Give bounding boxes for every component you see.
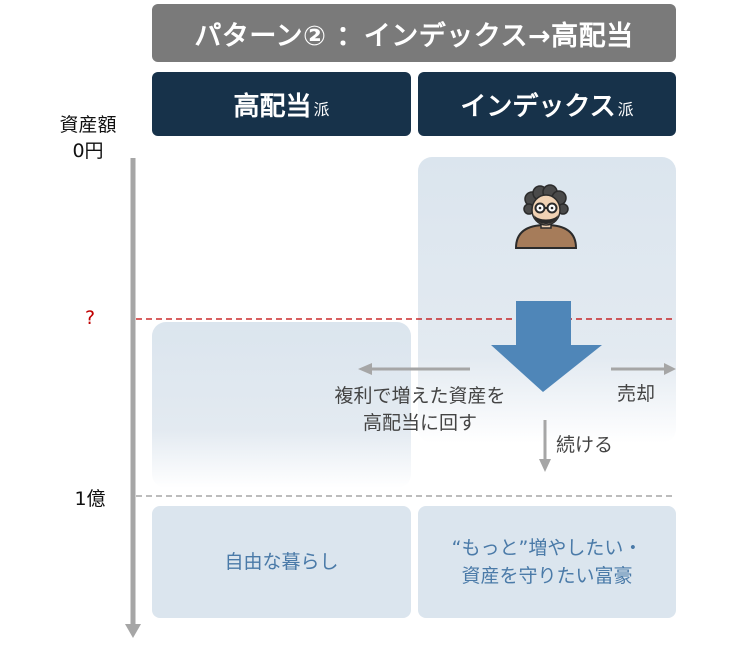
compound-assets-label: 複利で増えた資産を 高配当に回す — [300, 383, 540, 437]
threshold-question-label: ? — [84, 307, 96, 329]
outcome-box-wealthy: “もっと”増やしたい・ 資産を守りたい富豪 — [418, 506, 676, 618]
column-header-suffix: 派 — [617, 100, 634, 119]
column-header-label: インデックス — [460, 91, 616, 122]
man-with-glasses-beard-icon — [514, 184, 578, 249]
compound-assets-line1: 複利で増えた資産を — [334, 385, 506, 407]
axis-title: 資産額 — [59, 114, 117, 136]
compound-assets-line2: 高配当に回す — [362, 412, 477, 434]
column-header-high-dividend: 高配当 派 — [152, 72, 411, 136]
column-header-suffix: 派 — [313, 100, 330, 119]
outcome-box-free-life: 自由な暮らし — [152, 506, 411, 618]
big-down-arrow — [491, 301, 602, 392]
column-header-index: インデックス 派 — [418, 72, 676, 136]
axis-label-asset-amount: 資産額 0円 — [38, 112, 138, 164]
axis-100m-label: 1億 — [74, 488, 106, 510]
sell-label: 売却 — [616, 383, 655, 405]
high-dividend-phase-panel — [152, 322, 411, 488]
outcome-text: 自由な暮らし — [224, 551, 339, 573]
outcome-text-line1: “もっと”増やしたい・ — [451, 537, 643, 559]
column-header-label: 高配当 — [233, 91, 312, 122]
diagram-title: パターン② ：インデックス→高配当 — [152, 4, 676, 62]
axis-zero-label: 0円 — [72, 140, 104, 162]
outcome-text-line2: 資産を守りたい富豪 — [461, 565, 633, 587]
vertical-axis-arrow — [125, 158, 141, 638]
continue-label: 続ける — [556, 434, 614, 456]
